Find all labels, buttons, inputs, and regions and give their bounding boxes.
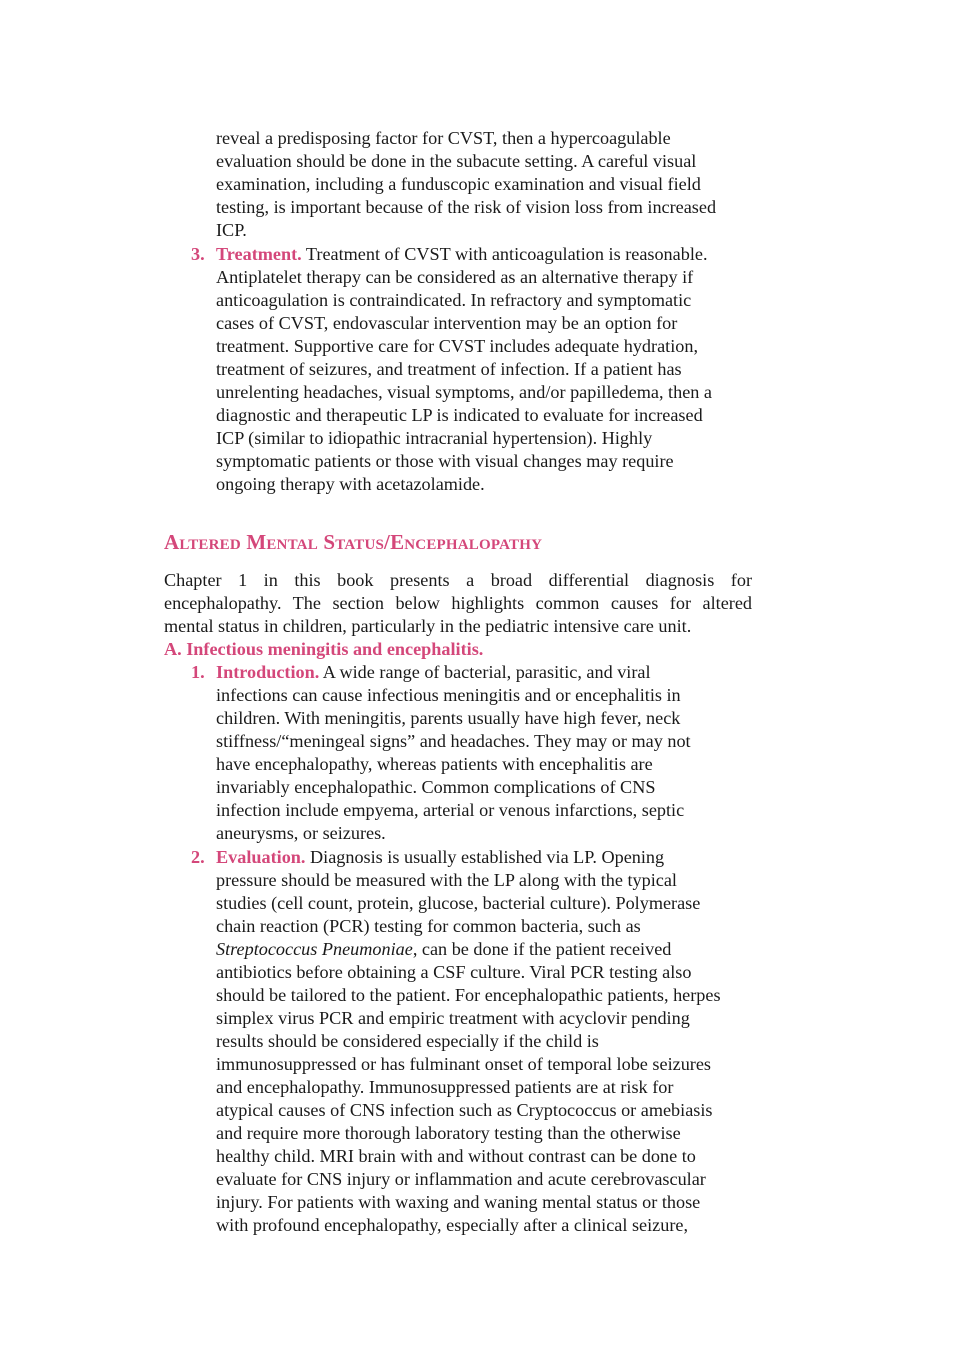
text-line: infections can cause infectious meningit… — [216, 685, 681, 705]
text-line: encephalopathy. The section below highli… — [164, 593, 752, 613]
list-number: 3. — [191, 244, 205, 264]
text-line: studies (cell count, protein, glucose, b… — [216, 893, 701, 913]
text-line: testing, is important because of the ris… — [216, 197, 717, 217]
text-line: atypical causes of CNS infection such as… — [216, 1100, 713, 1120]
text-line: pressure should be measured with the LP … — [216, 870, 677, 890]
text-line: injury. For patients with waxing and wan… — [216, 1192, 701, 1212]
text-line: evaluation should be done in the subacut… — [216, 151, 697, 171]
text-line: have encephalopathy, whereas patients wi… — [216, 754, 653, 774]
text-line: Evaluation. Diagnosis is usually establi… — [216, 846, 664, 869]
text-line: antibiotics before obtaining a CSF cultu… — [216, 962, 692, 982]
text-line: infection include empyema, arterial or v… — [216, 800, 685, 820]
text-line: and encephalopathy. Immunosuppressed pat… — [216, 1077, 674, 1097]
text-line: aneurysms, or seizures. — [216, 823, 386, 843]
text-line: Streptococcus Pneumoniae, can be done if… — [216, 938, 671, 961]
text-line: children. With meningitis, parents usual… — [216, 708, 681, 728]
subsection-heading: A. Infectious meningitis and encephaliti… — [164, 639, 484, 659]
text-line: cases of CVST, endovascular intervention… — [216, 313, 678, 333]
item-text: Diagnosis is usually established via LP.… — [305, 847, 665, 867]
text-line: and require more thorough laboratory tes… — [216, 1123, 681, 1143]
text-line: unrelenting headaches, visual symptoms, … — [216, 382, 712, 402]
text-line: stiffness/“meningeal signs” and headache… — [216, 731, 691, 751]
text-line: simplex virus PCR and empiric treatment … — [216, 1008, 690, 1028]
text-line: ongoing therapy with acetazolamide. — [216, 474, 485, 494]
text-line: anticoagulation is contraindicated. In r… — [216, 290, 692, 310]
text-line: diagnostic and therapeutic LP is indicat… — [216, 405, 703, 425]
text-line: invariably encephalopathic. Common compl… — [216, 777, 656, 797]
text-line: Treatment. Treatment of CVST with antico… — [216, 243, 708, 266]
text-line: Introduction. A wide range of bacterial,… — [216, 661, 651, 684]
text-line: should be tailored to the patient. For e… — [216, 985, 721, 1005]
text-line: ICP. — [216, 220, 247, 240]
text-line: treatment of seizures, and treatment of … — [216, 359, 682, 379]
text-line: ICP (similar to idiopathic intracranial … — [216, 428, 653, 448]
item-label: Evaluation. — [216, 847, 306, 867]
list-number: 2. — [191, 847, 205, 867]
text-line: mental status in children, particularly … — [164, 616, 692, 636]
text-line: with profound encephalopathy, especially… — [216, 1215, 688, 1235]
text-line: examination, including a funduscopic exa… — [216, 174, 701, 194]
text-line: symptomatic patients or those with visua… — [216, 451, 674, 471]
item-label: Treatment. — [216, 244, 302, 264]
text-line: immunosuppressed or has fulminant onset … — [216, 1054, 711, 1074]
text-line: treatment. Supportive care for CVST incl… — [216, 336, 698, 356]
text-line: evaluate for CNS injury or inflammation … — [216, 1169, 706, 1189]
item-text: A wide range of bacterial, parasitic, an… — [319, 662, 651, 682]
text-line: reveal a predisposing factor for CVST, t… — [216, 128, 671, 148]
list-number: 1. — [191, 662, 205, 682]
italic-term: Streptococcus Pneumoniae — [216, 939, 413, 959]
text-line: Antiplatelet therapy can be considered a… — [216, 267, 694, 287]
item-text: , can be done if the patient received — [412, 939, 672, 959]
text-line: chain reaction (PCR) testing for common … — [216, 916, 641, 936]
section-heading: Altered Mental Status/Encephalopathy — [164, 530, 543, 554]
item-text: Treatment of CVST with anticoagulation i… — [301, 244, 708, 264]
item-label: Introduction. — [216, 662, 320, 682]
text-line: Chapter 1 in this book presents a broad … — [164, 570, 752, 590]
text-line: healthy child. MRI brain with and withou… — [216, 1146, 696, 1166]
text-line: results should be considered especially … — [216, 1031, 599, 1051]
